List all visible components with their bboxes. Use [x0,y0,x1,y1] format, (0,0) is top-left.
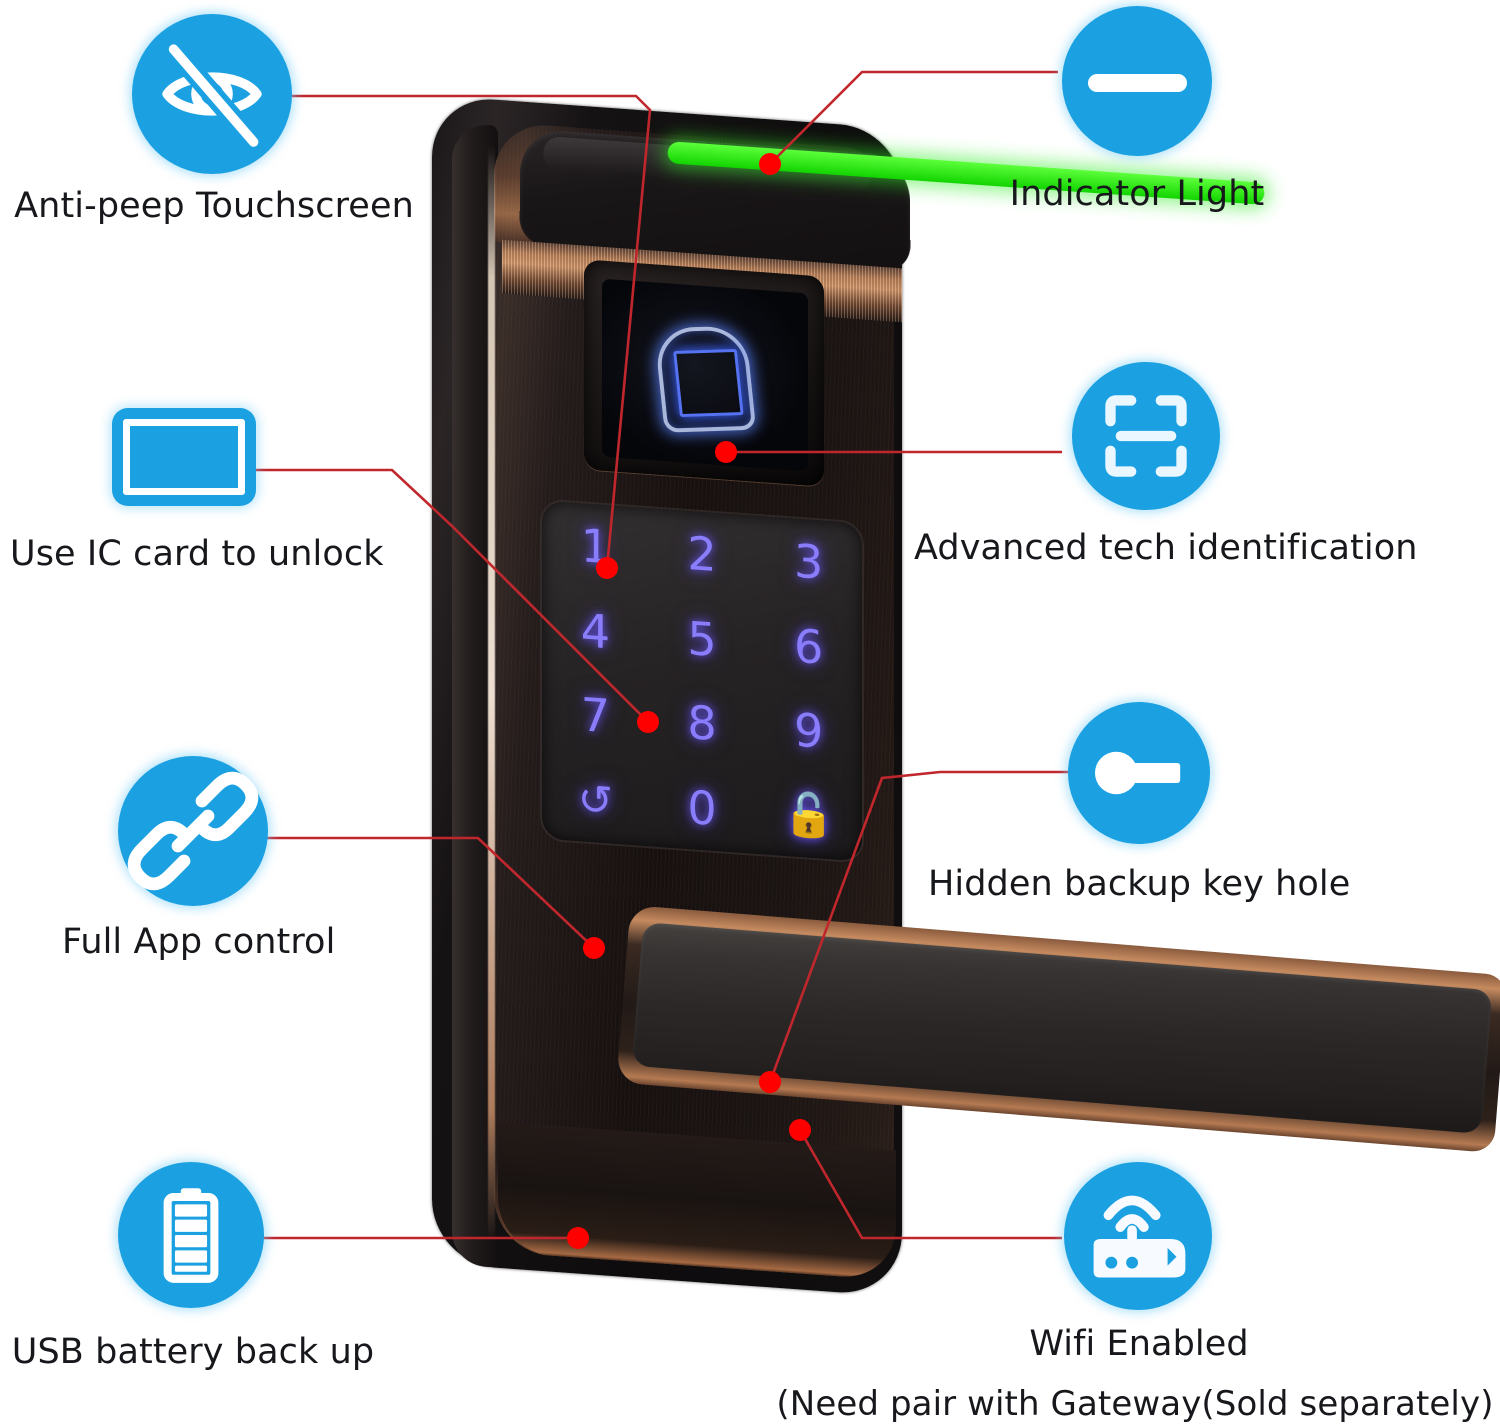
feature-ic-card: Use IC card to unlock [10,408,383,574]
key-3[interactable]: 3 [794,533,824,590]
key-unlock-icon[interactable]: 🔓 [782,788,835,842]
feature-label-indicator-light: Indicator Light [1009,174,1265,214]
bar-glyph [1087,73,1187,92]
fingerprint-sensor[interactable] [602,278,808,472]
key-1[interactable]: 1 [580,518,610,575]
touch-keypad[interactable]: 1 2 3 4 5 6 7 8 9 ↺ 0 🔓 [542,500,862,862]
feature-label-key-hole: Hidden backup key hole [928,864,1351,904]
feature-label-wifi: Wifi Enabled [1029,1324,1249,1364]
key-reset-icon[interactable]: ↺ [577,773,613,826]
feature-anti-peep: Anti-peep Touchscreen [14,14,414,226]
feature-label-ic-card: Use IC card to unlock [10,534,384,574]
feature-label-usb-battery: USB battery back up [11,1332,375,1372]
scan-frame-icon [1072,362,1220,510]
feature-indicator-light: Indicator Light [1010,6,1264,214]
card-outline-glyph [123,419,245,495]
feature-app-control: Full App control [62,756,335,962]
key-0[interactable]: 0 [687,779,717,836]
key-2[interactable]: 2 [687,526,717,583]
chain-link-icon [118,756,268,906]
feature-usb-battery: USB battery back up [12,1162,374,1372]
key-4[interactable]: 4 [580,603,610,660]
key-6[interactable]: 6 [794,618,824,675]
key-9[interactable]: 9 [794,702,824,759]
feature-wifi: Wifi Enabled (Need pair with Gateway(Sol… [776,1162,1493,1424]
fingerprint-square-icon [672,348,745,417]
key-5[interactable]: 5 [687,610,717,667]
ic-card-icon [112,408,256,506]
feature-label-app-control: Full App control [62,922,336,962]
fingerprint-glow [653,324,757,433]
key-7[interactable]: 7 [580,687,610,744]
keyhole-icon [1068,702,1210,844]
wifi-router-icon [1064,1162,1212,1310]
battery-icon [118,1162,264,1308]
feature-key-hole: Hidden backup key hole [928,702,1350,904]
key-8[interactable]: 8 [687,695,717,752]
fingerprint-sensor-recess [584,259,824,487]
feature-label-advanced-tech: Advanced tech identification [914,528,1418,568]
horizontal-bar-icon [1062,6,1212,156]
body-edge-highlight [488,145,495,1243]
eye-slash-icon [132,14,292,174]
feature-advanced-tech: Advanced tech identification [914,362,1417,568]
feature-label-anti-peep: Anti-peep Touchscreen [14,186,414,226]
feature-sublabel-wifi: (Need pair with Gateway(Sold separately) [776,1384,1494,1424]
smart-door-lock: 1 2 3 4 5 6 7 8 9 ↺ 0 🔓 [432,95,1500,1297]
